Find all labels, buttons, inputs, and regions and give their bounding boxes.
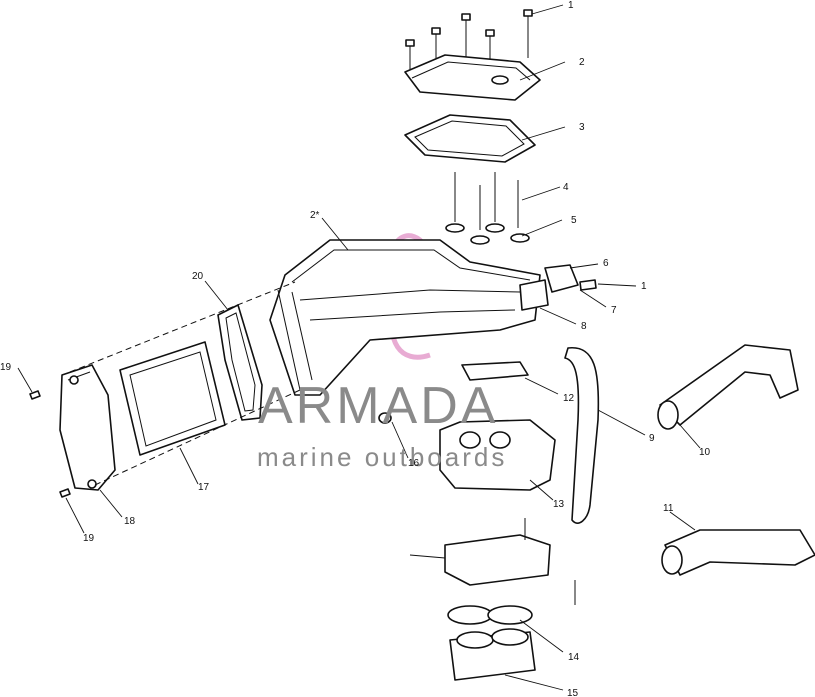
- throttle-gasket: [461, 361, 529, 381]
- callout-2: 2: [579, 57, 585, 68]
- grommet: [378, 412, 392, 424]
- screws: [29, 390, 71, 498]
- sensor-fitting: [544, 264, 597, 293]
- callout-19-upper: 19: [0, 362, 12, 373]
- watermark-title: ARMADA: [258, 377, 498, 435]
- air-box-cover: [404, 54, 541, 101]
- intake-tube-lower: [661, 529, 815, 576]
- manifold-gasket: [447, 605, 533, 625]
- assembly-lines: [69, 281, 301, 486]
- callout-12: 12: [563, 393, 575, 404]
- throttle-body: [439, 419, 556, 491]
- filter-gasket: [217, 304, 263, 421]
- end-cover: [59, 364, 116, 491]
- callout-9: 9: [649, 433, 655, 444]
- long-bolts: [445, 172, 530, 245]
- watermark-subtitle: marine outboards: [257, 442, 507, 472]
- leader-lines: [17, 4, 701, 691]
- callout-3: 3: [579, 122, 585, 133]
- callout-14: 14: [568, 652, 580, 663]
- air-box-housing: [269, 239, 549, 396]
- intake-spacer: [449, 628, 536, 681]
- callout-1-top: 1: [568, 0, 574, 11]
- callout-5: 5: [571, 215, 577, 226]
- air-filter: [119, 341, 226, 456]
- callout-7: 7: [611, 305, 617, 316]
- callout-11: 11: [663, 503, 674, 514]
- vent-hose: [564, 347, 600, 524]
- callout-19-lower: 19: [83, 533, 95, 544]
- callout-17: 17: [198, 482, 210, 493]
- top-bolts: [405, 9, 533, 72]
- intake-tube-upper: [657, 344, 799, 430]
- callout-6: 6: [603, 258, 609, 269]
- callout-2-star: 2*: [310, 210, 320, 221]
- callout-8: 8: [581, 321, 587, 332]
- callout-15: 15: [567, 688, 579, 697]
- callout-18: 18: [124, 516, 136, 527]
- fuel-rail: [409, 518, 576, 605]
- callout-13: 13: [553, 499, 565, 510]
- callout-16: 16: [408, 458, 420, 469]
- callout-1-side: 1: [641, 281, 647, 292]
- callout-20: 20: [192, 271, 204, 282]
- cover-gasket: [404, 114, 536, 163]
- callout-4: 4: [563, 182, 569, 193]
- callout-10: 10: [699, 447, 711, 458]
